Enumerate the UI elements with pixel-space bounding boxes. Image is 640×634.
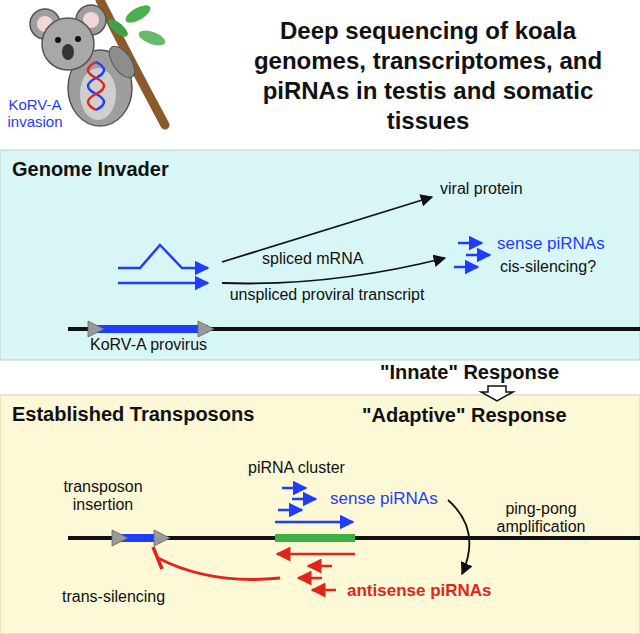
- band-fill: [0, 150, 640, 360]
- diagram-label: "Innate" Response: [380, 361, 559, 384]
- koala-nose: [62, 44, 74, 60]
- panel-heading: Genome Invader: [0, 150, 181, 189]
- diagram-label: spliced mRNA: [262, 250, 363, 268]
- panel-heading: Established Transposons: [0, 395, 266, 434]
- pirna-cluster-bar: [275, 534, 355, 542]
- diagram-label: sense piRNAs: [497, 234, 605, 254]
- ltr-triangle: [112, 530, 128, 546]
- leaf: [106, 16, 131, 39]
- unspliced-transcript: [118, 282, 208, 285]
- diagram-label: antisense piRNAs: [347, 581, 492, 601]
- pirna-arrow: [282, 487, 306, 490]
- pirna-arrow: [292, 498, 316, 501]
- diagram-label: sense piRNAs: [330, 489, 438, 509]
- pirna-arrow: [298, 577, 322, 580]
- koala-arm: [104, 42, 139, 82]
- leaf: [137, 28, 167, 49]
- ltr-triangle: [198, 321, 214, 337]
- cluster-transcript: [275, 521, 353, 524]
- diagram-label: "Adaptive" Response: [362, 404, 567, 427]
- dna-strand: [88, 62, 104, 110]
- diagram-label: viral protein: [440, 180, 523, 198]
- dna-strand: [88, 62, 104, 110]
- antisense-transcript: [277, 553, 355, 556]
- koala-head: [42, 18, 94, 70]
- ping-pong-arrow: [448, 500, 469, 574]
- ltr-triangle: [154, 530, 170, 546]
- pirna-arrow: [466, 254, 490, 257]
- diagram-label: cis-silencing?: [500, 258, 596, 276]
- transposon-art: [68, 488, 640, 590]
- inhibition-bar: [153, 547, 162, 569]
- diagram-label: transposon insertion: [48, 478, 158, 515]
- koala-eye: [75, 36, 81, 42]
- trans-silencing-line: [158, 558, 280, 579]
- pirna-arrow: [458, 242, 482, 245]
- diagram-label: KoRV-A provirus: [90, 336, 207, 354]
- pirna-arrow: [308, 565, 332, 568]
- leaf: [123, 2, 153, 26]
- diagram-label: ping-pong amplification: [486, 500, 596, 537]
- ltr-triangle: [88, 321, 104, 337]
- pirna-arrow: [312, 589, 336, 592]
- pirna-arrow: [454, 266, 478, 269]
- koala-eye: [55, 37, 61, 43]
- figure-title: Deep sequencing of koala genomes, transc…: [222, 16, 634, 136]
- band-fill: [0, 395, 640, 634]
- response-arrow: [481, 386, 513, 401]
- genome-invader-art: [68, 197, 640, 337]
- pirna-arrow: [278, 509, 302, 512]
- response-arrow: [481, 386, 513, 401]
- provirus-bar: [92, 325, 208, 333]
- diagram-label: unspliced proviral transcript: [222, 286, 432, 304]
- diagram-label: trans-silencing: [62, 588, 165, 606]
- diagram-label: piRNA cluster: [248, 459, 345, 477]
- diagram-label: KoRV-A invasion: [4, 96, 66, 131]
- spliced-transcript: [118, 245, 208, 268]
